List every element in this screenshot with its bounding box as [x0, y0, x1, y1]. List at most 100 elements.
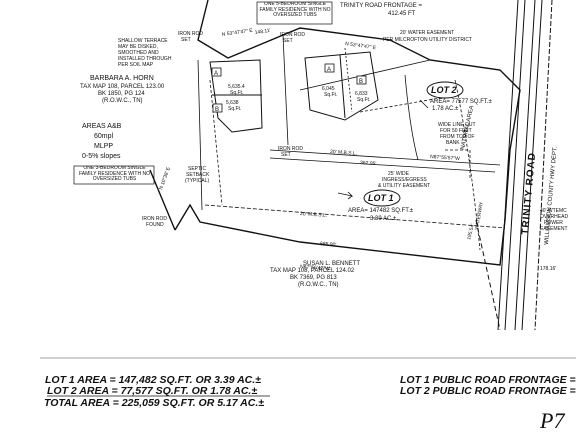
box-b-left: B: [215, 107, 219, 113]
mbsl-label-2: 20' M.B.S.L.: [300, 211, 327, 219]
box-a-right: A: [327, 67, 331, 73]
box-a-left: A: [214, 71, 218, 77]
svg-text:OVERHEAD: OVERHEAD: [540, 214, 568, 220]
lot-lines: [197, 34, 506, 251]
trinity-frontage-line1: TRINITY ROAD FRONTAGE =: [340, 3, 422, 9]
iron-rod-set-1-b: SET: [181, 37, 191, 43]
bearing-top-distance: 148.11': [254, 28, 271, 36]
svg-text:INSTALLED THROUGH: INSTALLED THROUGH: [118, 56, 172, 62]
svg-text:WIDE LINE OUT: WIDE LINE OUT: [438, 122, 476, 128]
summary-total-area: TOTAL AREA = 225,059 SQ.FT. OR 5.17 AC.±: [44, 397, 264, 409]
svg-text:SHALLOW TERRACE: SHALLOW TERRACE: [118, 38, 168, 44]
svg-text:BANK: BANK: [446, 140, 460, 146]
bearing-right-mid: N87°55'57"W: [430, 154, 460, 162]
residence-note-left-box: [73, 165, 155, 185]
bearing-bottom-distance: 685.90': [320, 241, 337, 248]
arrow-markers: [337, 99, 429, 200]
bearing-left: N 10°38' E: [158, 166, 172, 191]
distance-195: 195.54': [466, 223, 476, 240]
iron-rod-found-b: FOUND: [146, 222, 164, 228]
svg-text:BARBARA A. HORN: BARBARA A. HORN: [90, 75, 154, 82]
area-b-right-value: 6,833: [355, 91, 368, 97]
svg-text:SMOOTHED AND: SMOOTHED AND: [118, 50, 159, 56]
bearing-bottom: N67°56'42"W: [300, 264, 330, 272]
septic-setback-2: SETBACK: [186, 172, 210, 178]
summary-lot1-area: LOT 1 AREA = 147,482 SQ.FT. OR 3.39 AC.±: [45, 374, 261, 386]
lot1-oval: [363, 189, 401, 207]
wide-line-note: WIDE LINE OUT FOR 50 FEET FROM TOP OF BA…: [438, 122, 476, 146]
svg-text:MAY BE DISKED,: MAY BE DISKED,: [118, 44, 158, 50]
area-a-left-unit: Sq.Ft.: [230, 90, 243, 96]
mbsl-label-1: 20' M.B.S.L.: [330, 149, 357, 157]
svg-text:60mpl: 60mpl: [94, 133, 114, 140]
summary-lot2-area: LOT 2 AREA = 77,577 SQ.FT. OR 1.78 AC.±: [47, 385, 257, 397]
box-b-right: B: [359, 79, 363, 85]
lot2-label: LOT 2: [431, 85, 457, 95]
lot2-area-1: AREA= 77577 SQ.FT.±: [430, 99, 493, 105]
area-a-left-value: 5,635.4: [228, 84, 245, 90]
svg-text:FROM TOP OF: FROM TOP OF: [440, 134, 474, 140]
septic-setback-1: SEPTIC: [188, 166, 206, 172]
shallow-terrace-note: SHALLOW TERRACE MAY BE DISKED, SMOOTHED …: [118, 38, 172, 68]
svg-text:& UTILITY EASEMENT: & UTILITY EASEMENT: [378, 183, 430, 189]
lot2-oval: [426, 81, 464, 99]
svg-text:SUSAN L. BENNETT: SUSAN L. BENNETT: [303, 261, 360, 267]
lot1-area-1: AREA= 147482 SQ.FT.±: [348, 208, 414, 214]
svg-text:TAX MAP 108, PARCEL 124.02: TAX MAP 108, PARCEL 124.02: [270, 268, 355, 274]
svg-text:MLPP: MLPP: [94, 143, 113, 150]
septic-setback-3: (TYPICAL): [185, 178, 210, 184]
svg-text:TAX MAP 108, PARCEL 123.00: TAX MAP 108, PARCEL 123.00: [80, 84, 165, 90]
trinity-road-label: TRINITY ROAD: [520, 152, 538, 236]
septic-area-right: [304, 51, 379, 121]
residence-note-top: ONE 5-BEDROOM SINGLE FAMILY RESIDENCE WI…: [260, 2, 331, 18]
iron-rod-set-3-b: SET: [281, 152, 291, 158]
svg-text:EASEMENT: EASEMENT: [540, 226, 568, 232]
water-easement-1: 20' WATER EASEMENT: [400, 30, 454, 36]
iron-rod-set-1-a: IRON ROD: [178, 31, 203, 37]
distance-362: 362.95': [360, 160, 377, 167]
summary-lot2-frontage: LOT 2 PUBLIC ROAD FRONTAGE =: [400, 385, 576, 397]
svg-text:25' WIDE: 25' WIDE: [388, 171, 410, 177]
bearing-top: N 53°47'47" E: [221, 28, 253, 38]
areas-legend: AREAS A&B 60mpl MLPP 0-5% slopes: [82, 123, 122, 160]
summary-lot1-frontage: LOT 1 PUBLIC ROAD FRONTAGE =: [400, 374, 576, 386]
svg-text:BK 1850, PG 124: BK 1850, PG 124: [98, 91, 145, 97]
bearing-top-2: N 53°47'47" E: [345, 41, 377, 51]
iron-rod-set-3-a: IRON ROD: [278, 146, 303, 152]
svg-text:AREAS A&B: AREAS A&B: [82, 123, 122, 130]
owner-bennett: SUSAN L. BENNETT TAX MAP 108, PARCEL 124…: [270, 261, 360, 288]
lot1-area-2: 3.39 AC.±: [370, 216, 397, 222]
svg-text:INGRESS/EGRESS: INGRESS/EGRESS: [382, 177, 427, 183]
svg-text:(R.O.W.C., TN): (R.O.W.C., TN): [102, 98, 143, 104]
ingress-easement-note: 25' WIDE INGRESS/EGRESS & UTILITY EASEME…: [378, 171, 430, 189]
trinity-road-lines: [475, 0, 553, 331]
svg-text:FOR 50 FEET: FOR 50 FEET: [440, 128, 472, 134]
lot2-area-2: 1.78 AC.±: [432, 106, 459, 112]
svg-text:BK 7369, PG 813: BK 7369, PG 813: [290, 275, 337, 281]
lot1-label: LOT 1: [368, 193, 394, 203]
residence-note-top-box: [256, 1, 333, 25]
residence-note-left: ONE 3-BEDROOM SINGLE FAMILY RESIDENCE WI…: [79, 166, 150, 182]
area-b-left-unit: Sq.Ft.: [228, 106, 241, 112]
area-b-left-value: 5,638: [226, 100, 239, 106]
area-a-right-unit: Sq.Ft.: [324, 92, 337, 98]
area-a-right-value: 6,045: [322, 86, 335, 92]
waterway-label: WATERWAY: [474, 201, 485, 231]
svg-text:0-5% slopes: 0-5% slopes: [82, 153, 121, 160]
water-easement-2: PER MILCROFTON UTILITY DISTRICT: [383, 37, 472, 43]
iron-rod-set-2-a: IRON ROD: [280, 32, 305, 38]
corner-page-mark: P7: [539, 408, 565, 432]
distance-178: 178.16': [540, 266, 556, 272]
svg-text:40' WTEMC: 40' WTEMC: [540, 208, 567, 214]
iron-rod-found-a: IRON ROD: [142, 216, 167, 222]
iron-rod-set-2-b: SET: [283, 38, 293, 44]
area-box-markers: [211, 63, 367, 113]
owner-horn: BARBARA A. HORN TAX MAP 108, PARCEL 123.…: [80, 75, 165, 104]
svg-text:POWER: POWER: [544, 220, 563, 226]
trinity-frontage-line2: 412.45 FT: [388, 11, 416, 17]
power-easement-note: 40' WTEMC OVERHEAD POWER EASEMENT: [540, 208, 568, 232]
svg-text:(R.O.W.C., TN): (R.O.W.C., TN): [298, 282, 339, 288]
svg-text:PER SOIL MAP: PER SOIL MAP: [118, 62, 154, 68]
